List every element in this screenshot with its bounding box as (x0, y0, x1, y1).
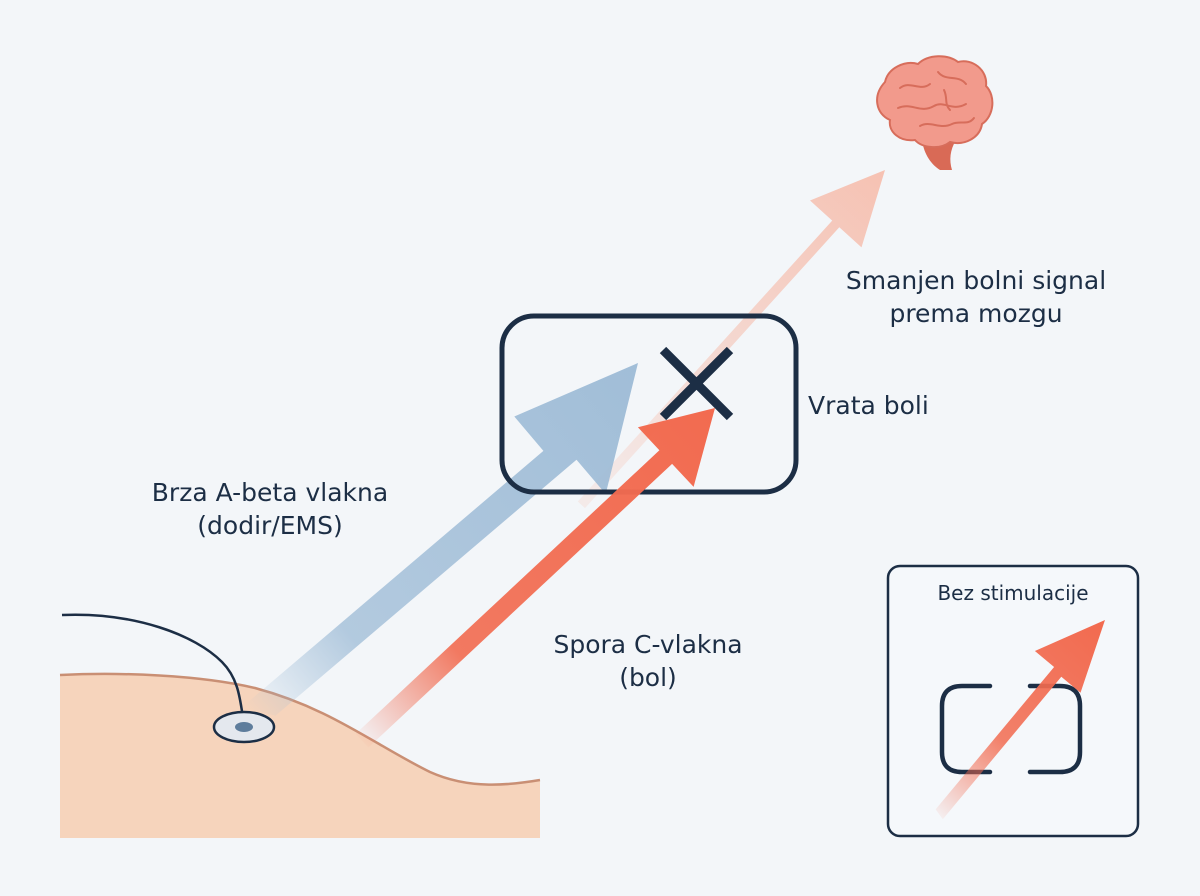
abeta-fiber-label-line1: Brza A-beta vlakna (151, 478, 389, 507)
c-fiber-label: Spora C-vlakna (bol) (498, 628, 798, 694)
reduced-signal-label-line2: prema mozgu (889, 299, 1063, 328)
close-icon (659, 346, 734, 421)
electrode-lead-wire (61, 613, 245, 719)
pain-gate-label-text: Vrata boli (808, 391, 929, 420)
c-fiber-label-line1: Spora C-vlakna (553, 630, 743, 659)
skin-outline (59, 672, 541, 786)
c-fiber-label-line2: (bol) (619, 663, 677, 692)
no-stimulation-panel (886, 564, 1140, 838)
c-fiber-arrow (355, 408, 715, 748)
no-stimulation-title-text: Bez stimulacije (937, 581, 1089, 605)
pain-gate-box (499, 313, 799, 495)
open-gate-icon (939, 683, 1083, 775)
electrode-pad-icon (212, 710, 276, 744)
reduced-signal-arrow (577, 170, 885, 509)
abeta-fiber-arrow (242, 363, 639, 716)
reduced-signal-label: Smanjen bolni signal prema mozgu (826, 264, 1126, 330)
brain-icon (876, 55, 994, 170)
abeta-fiber-label-line2: (dodir/EMS) (197, 511, 343, 540)
no-stimulation-title: Bez stimulacije (888, 580, 1138, 606)
unblocked-pain-arrow (935, 620, 1105, 820)
pain-gate-label: Vrata boli (808, 389, 968, 422)
reduced-signal-label-line1: Smanjen bolni signal (845, 266, 1107, 295)
abeta-fiber-label: Brza A-beta vlakna (dodir/EMS) (120, 476, 420, 542)
skin-surface (60, 673, 540, 838)
